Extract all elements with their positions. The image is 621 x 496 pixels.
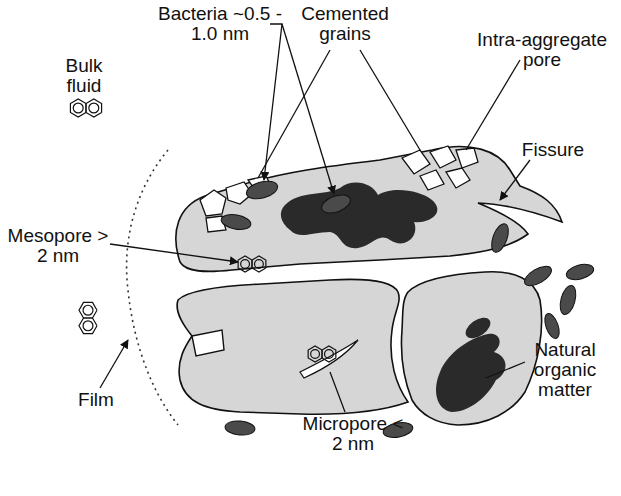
- pore-notch: [192, 330, 224, 356]
- ring-symbol: [79, 302, 97, 318]
- aggregate-lower-right-lobe: [401, 272, 541, 425]
- callout-label: Bacteria ~0.5 - 1.0 nm: [150, 4, 290, 44]
- ring-symbol: [241, 260, 250, 269]
- bacteria: [220, 178, 595, 439]
- organic-inclusion: [281, 182, 438, 248]
- aggregate-lower-left-lobe: [177, 279, 408, 414]
- ring-symbol: [89, 103, 99, 113]
- leader-lines: [100, 24, 530, 412]
- callout-label: Natural organic matter: [520, 340, 610, 400]
- callout-label: Film: [66, 390, 126, 410]
- ring-symbol: [308, 346, 322, 362]
- ring-symbol: [70, 99, 86, 117]
- organic-matter: [462, 313, 494, 342]
- ring-symbol: [83, 305, 93, 315]
- ring-symbol: [311, 350, 320, 359]
- ring-symbol: [86, 99, 102, 117]
- callout-label: Cemented grains: [290, 4, 400, 44]
- callout-label: Bulk fluid: [52, 56, 116, 96]
- callout-label: Mesopore > 2 nm: [6, 226, 110, 266]
- aggregate-upper-lobe: [176, 147, 562, 272]
- ring-symbol: [252, 256, 266, 272]
- ring-symbol: [325, 350, 334, 359]
- film-boundary: [127, 150, 178, 425]
- ring-symbol: [83, 321, 93, 331]
- ring-symbol: [238, 256, 252, 272]
- molecule-symbols: [70, 99, 335, 362]
- organic-matter: [436, 334, 506, 412]
- callout-label: Fissure: [508, 140, 598, 160]
- callout-label: Micropore < 2 nm: [298, 414, 408, 454]
- micropore-slit: [300, 340, 358, 378]
- ring-symbol: [322, 346, 336, 362]
- ring-symbol: [73, 103, 83, 113]
- ring-symbol: [255, 260, 264, 269]
- ring-symbol: [79, 318, 97, 334]
- callout-label: Intra-aggregate pore: [467, 30, 617, 70]
- cemented-grains: [200, 146, 478, 232]
